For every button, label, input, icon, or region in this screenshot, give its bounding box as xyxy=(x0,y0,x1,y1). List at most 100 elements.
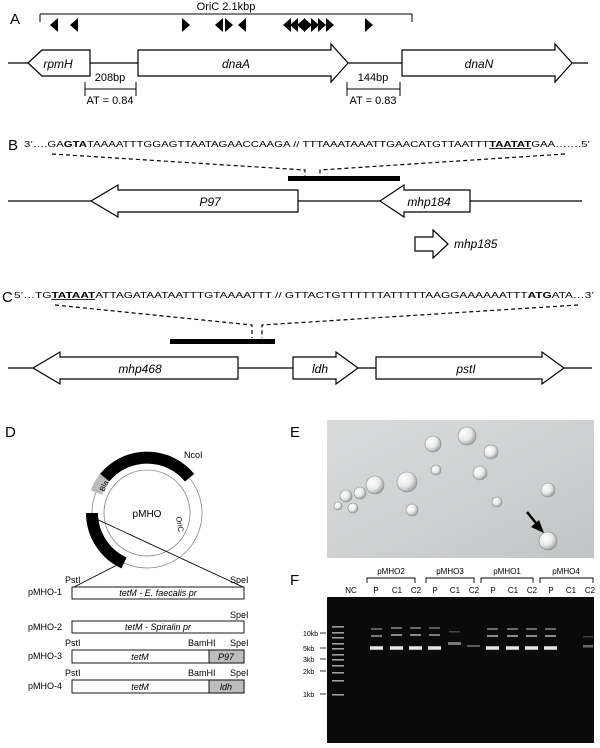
lane-label: C2 xyxy=(585,586,596,595)
panel-c-label: C xyxy=(2,289,13,306)
colonies xyxy=(333,426,558,551)
ladder-5kb: 5kb xyxy=(303,646,314,653)
construct-2: SpeI pMHO-2 tetM - Spiralin pr xyxy=(28,610,249,634)
region-bar-c xyxy=(170,339,275,344)
panel-e: E xyxy=(290,420,594,558)
gene-mhp184 xyxy=(378,183,471,219)
right-at-label: AT = 0.83 xyxy=(350,95,397,107)
construct-1-left-site: PstI xyxy=(65,575,81,585)
gene-p97-label: P97 xyxy=(199,195,222,209)
construct-3-insert: tetM xyxy=(131,652,149,662)
ladder-labels: 10kb 5kb 3kb 2kb 1kb xyxy=(303,631,318,699)
left-at-label: AT = 0.84 xyxy=(87,95,134,107)
oric-label: OriC 2.1kbp xyxy=(197,1,256,13)
dnaa-box-rev xyxy=(238,18,246,32)
construct-2-right-site: SpeI xyxy=(230,610,249,620)
lane-labels: NC P C1 C2 P C1 C2 P C1 C2 P C1 C2 xyxy=(345,586,595,595)
dnaa-box-fwd xyxy=(311,18,319,32)
lane-label: C1 xyxy=(566,586,577,595)
segment-black-top xyxy=(99,451,195,482)
construct-4-promoter: ldh xyxy=(220,682,232,692)
panel-f-label: F xyxy=(290,572,299,589)
dnaa-box-rev xyxy=(297,18,305,32)
construct-4-right-site: SpeI xyxy=(230,668,249,678)
dnaa-box-rev xyxy=(290,18,298,32)
group-label-pmho2: pMHO2 xyxy=(377,567,405,576)
panel-e-label: E xyxy=(290,424,300,441)
dnaa-box-rev xyxy=(215,18,223,32)
dnaa-boxes xyxy=(50,18,373,32)
plasmid-map xyxy=(86,451,203,569)
zoom-lines-d xyxy=(73,516,244,588)
panel-b-label: B xyxy=(8,137,18,154)
construct-3-right-site: SpeI xyxy=(230,638,249,648)
ladder-10kb: 10kb xyxy=(303,631,318,638)
lane-label: C2 xyxy=(527,586,538,595)
dnaa-box-fwd xyxy=(225,18,233,32)
construct-3-promoter: P97 xyxy=(218,652,235,662)
construct-4-insert: tetM xyxy=(131,682,149,692)
group-label-pmho3: pMHO3 xyxy=(436,567,464,576)
construct-3-name: pMHO-3 xyxy=(28,651,62,661)
construct-4-left-site: PstI xyxy=(65,668,81,678)
site-ncoi: NcoI xyxy=(184,450,203,460)
panel-a: A OriC 2.1kbp rpmH xyxy=(8,1,588,107)
gene-rpmh-label: rpmH xyxy=(43,57,73,71)
ladder-bands xyxy=(332,626,344,696)
gene-ldh-label: ldh xyxy=(312,362,328,376)
gene-mhp468-label: mhp468 xyxy=(118,362,162,376)
construct-1: PstI SpeI pMHO-1 tetM - E. faecalis pr xyxy=(28,575,249,600)
segment-bla-label: Bla xyxy=(98,478,111,492)
gene-ldh xyxy=(292,350,360,386)
segment-bla xyxy=(90,474,110,495)
ladder-ticks xyxy=(320,632,326,695)
ladder-1kb: 1kb xyxy=(303,692,314,699)
construct-4-mid-site: BamHI xyxy=(188,668,216,678)
left-bp-label: 208bp xyxy=(95,72,126,84)
construct-3: PstI BamHI SpeI pMHO-3 tetM P97 xyxy=(28,638,249,664)
gene-dnan-label: dnaN xyxy=(465,57,494,71)
ladder-2kb: 2kb xyxy=(303,669,314,676)
region-bar-b xyxy=(288,176,400,181)
panel-d: D pMHO Bla OriC NcoI PstI SpeI pMHO-1 te… xyxy=(5,424,249,694)
dnaa-box-rev xyxy=(70,18,78,32)
construct-4-name: pMHO-4 xyxy=(28,681,62,691)
right-bp-label: 144bp xyxy=(358,72,389,84)
gene-mhp468 xyxy=(31,350,239,386)
gene-rpmh xyxy=(27,49,91,77)
gene-dnan xyxy=(401,42,573,84)
construct-3-mid-site: BamHI xyxy=(188,638,216,648)
gel-image xyxy=(327,597,594,743)
gene-mhp184-label: mhp184 xyxy=(407,195,451,209)
lane-label: C1 xyxy=(508,586,519,595)
arrow-icon xyxy=(526,511,544,533)
construct-2-name: pMHO-2 xyxy=(28,622,62,632)
panel-d-label: D xyxy=(5,424,16,441)
construct-2-insert: tetM - Spiralin pr xyxy=(125,622,192,632)
construct-4: PstI BamHI SpeI pMHO-4 tetM ldh xyxy=(28,668,249,694)
lane-label: C1 xyxy=(450,586,461,595)
gene-mhp185-label: mhp185 xyxy=(454,237,498,251)
gene-dnaa-label: dnaA xyxy=(222,57,250,71)
intergenic-right xyxy=(346,82,401,96)
segment-oric-label: OriC xyxy=(174,516,186,533)
group-label-pmho4: pMHO4 xyxy=(552,567,580,576)
construct-1-insert: tetM - E. faecalis pr xyxy=(119,588,198,598)
lane-label: C1 xyxy=(392,586,403,595)
panel-a-label: A xyxy=(10,11,20,28)
ladder-3kb: 3kb xyxy=(303,657,314,664)
construct-1-name: pMHO-1 xyxy=(28,587,62,597)
dnaa-box-fwd xyxy=(182,18,190,32)
panel-f: F pMHO2 pMHO3 pMHO1 pMHO4 NC P C1 C2 P C… xyxy=(290,567,596,743)
lane-label: P xyxy=(432,586,437,595)
dnaa-box-rev xyxy=(50,18,58,32)
plasmid-name: pMHO xyxy=(133,509,162,520)
sample-bands xyxy=(370,627,593,650)
lane-label: P xyxy=(548,586,553,595)
segment-black-bottom xyxy=(86,512,127,569)
dnaa-box-fwd xyxy=(318,18,326,32)
lane-label: NC xyxy=(345,586,357,595)
